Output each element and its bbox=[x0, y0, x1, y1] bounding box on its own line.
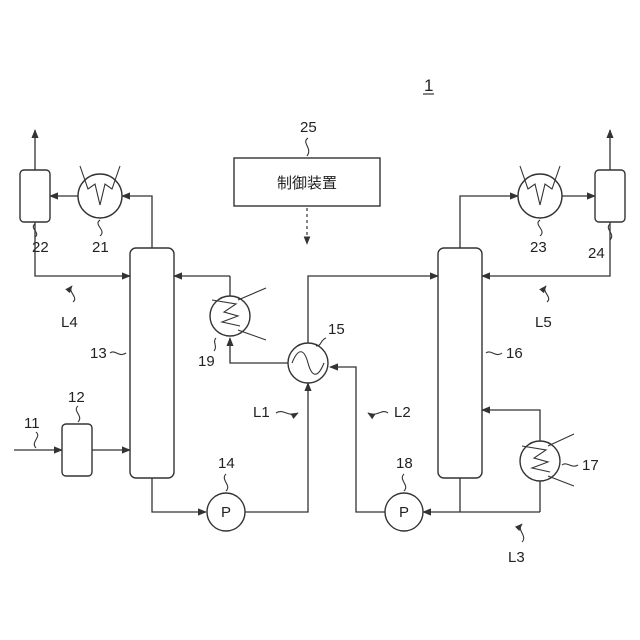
reboiler-2-coil-in bbox=[548, 434, 574, 446]
column-2-leader bbox=[486, 352, 502, 355]
control-device-leader bbox=[306, 138, 309, 156]
l5-leader bbox=[545, 286, 549, 302]
preheater-ref: 12 bbox=[68, 389, 85, 406]
line-l1 bbox=[245, 383, 308, 512]
heat-exchanger-ref: 15 bbox=[328, 321, 345, 338]
reboiler-1-coil-in bbox=[238, 288, 266, 300]
condenser-2-leader bbox=[538, 220, 542, 236]
reboiler-2-coil-out bbox=[548, 476, 574, 486]
pump-2-leader bbox=[402, 474, 405, 491]
control-device-ref: 25 bbox=[300, 119, 317, 136]
condenser-1-ref: 21 bbox=[92, 239, 109, 256]
reboiler-1-leader bbox=[214, 338, 216, 351]
figure-number: 1 bbox=[424, 76, 433, 95]
reboiler-2-ref: 17 bbox=[582, 457, 599, 474]
column-2 bbox=[438, 248, 482, 478]
condenser-1-leader bbox=[98, 220, 102, 236]
pump-1-leader bbox=[224, 474, 227, 491]
exchanger-to-reboiler-1 bbox=[230, 338, 288, 363]
column-1-ref: 13 bbox=[90, 345, 107, 362]
column-2-overhead-line bbox=[460, 196, 518, 248]
l3-label: L3 bbox=[508, 549, 525, 566]
column-1-overhead-line bbox=[122, 196, 152, 248]
drum-1 bbox=[20, 170, 50, 222]
drum-2-ref: 24 bbox=[588, 245, 605, 262]
reboiler-2-leader bbox=[562, 464, 578, 466]
pump-1-ref: 14 bbox=[218, 455, 235, 472]
reboiler-2-return-line bbox=[482, 410, 540, 441]
l1-label: L1 bbox=[253, 404, 270, 421]
reboiler-1-coil-out bbox=[238, 330, 266, 340]
reboiler-1-ref: 19 bbox=[198, 353, 215, 370]
condenser-2-ref: 23 bbox=[530, 239, 547, 256]
column-1-bottoms-line bbox=[152, 478, 206, 512]
l5-label: L5 bbox=[535, 314, 552, 331]
feed-line-leader bbox=[34, 432, 37, 448]
pump-2-symbol: P bbox=[399, 504, 409, 521]
preheater bbox=[62, 424, 92, 476]
l2-label: L2 bbox=[394, 404, 411, 421]
preheater-leader bbox=[76, 406, 79, 422]
feed-line-ref: 11 bbox=[24, 415, 40, 432]
column-1-leader bbox=[110, 352, 126, 355]
pump-2-ref: 18 bbox=[396, 455, 413, 472]
l4-label: L4 bbox=[61, 314, 78, 331]
column-1 bbox=[130, 248, 174, 478]
l4-leader bbox=[71, 286, 75, 302]
pump-1-symbol: P bbox=[221, 504, 231, 521]
drum-2 bbox=[595, 170, 625, 222]
l2-leader bbox=[368, 412, 388, 415]
control-device-label: 制御装置 bbox=[277, 175, 337, 192]
l1-leader bbox=[276, 412, 298, 415]
reboiler-1 bbox=[210, 296, 250, 336]
line-l2 bbox=[330, 367, 385, 512]
l3-leader bbox=[520, 524, 523, 542]
column-2-ref: 16 bbox=[506, 345, 523, 362]
reflux-line-l4 bbox=[35, 222, 130, 276]
